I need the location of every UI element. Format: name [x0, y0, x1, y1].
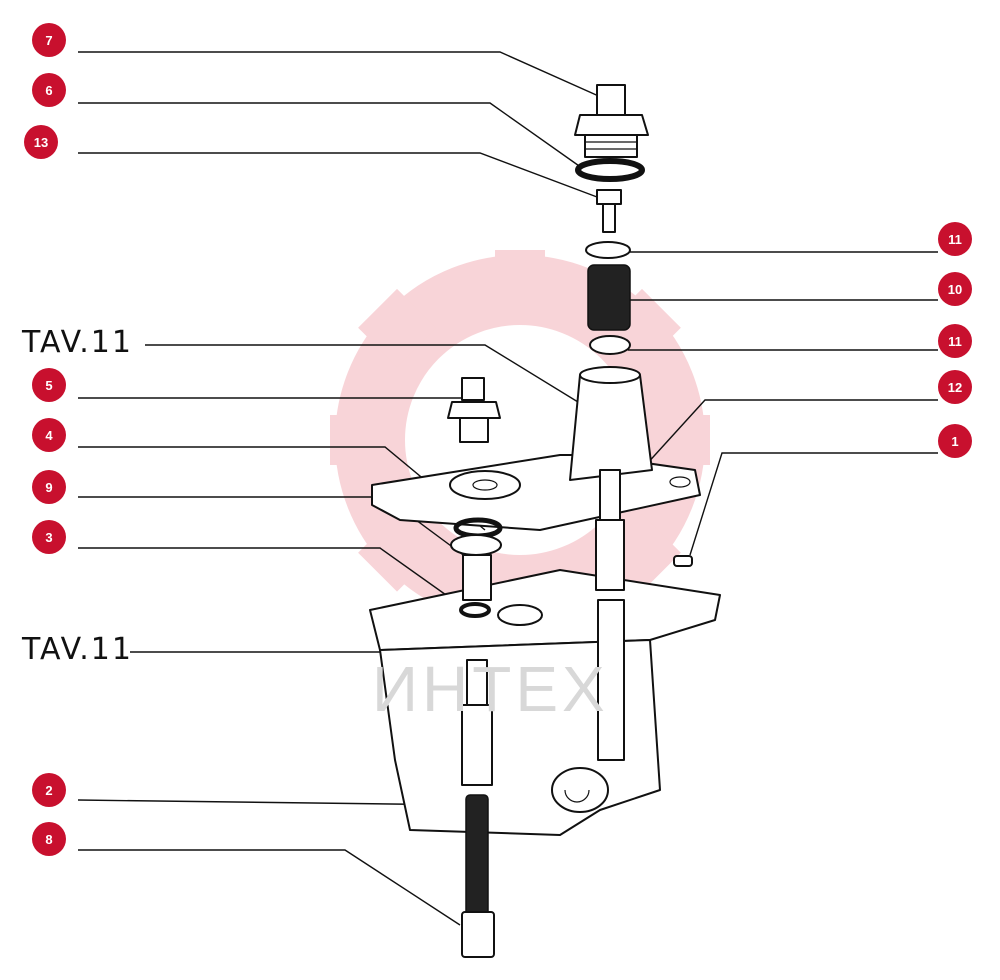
spring-seat-lower	[589, 335, 631, 355]
return-spring	[465, 794, 489, 921]
callout-5[interactable]: 5	[32, 368, 66, 402]
callout-6[interactable]: 6	[32, 73, 66, 107]
callout-11-upper[interactable]: 11	[938, 222, 972, 256]
watermark-gear-icon	[330, 250, 710, 630]
callout-3[interactable]: 3	[32, 520, 66, 554]
callout-10[interactable]: 10	[938, 272, 972, 306]
callout-12[interactable]: 12	[938, 370, 972, 404]
lower-pump-body	[369, 569, 721, 836]
washer	[453, 517, 503, 539]
tav-label-lower: TAV.11	[22, 632, 133, 667]
callout-11-lower[interactable]: 11	[938, 324, 972, 358]
callout-7[interactable]: 7	[32, 23, 66, 57]
watermark-text: ИНТЕХ	[372, 653, 609, 725]
spring-seat-upper	[585, 241, 631, 259]
valve-spring	[587, 264, 631, 331]
plunger-cap	[461, 911, 495, 958]
control-plunger	[595, 469, 625, 761]
callout-1[interactable]: 1	[938, 424, 972, 458]
callout-2[interactable]: 2	[32, 773, 66, 807]
union-fitting	[447, 377, 501, 443]
callout-8[interactable]: 8	[32, 822, 66, 856]
delivery-valve-holder	[574, 84, 649, 158]
seal	[459, 602, 491, 618]
tav-label-upper: TAV.11	[22, 325, 133, 360]
lower-plunger	[461, 659, 493, 786]
valve	[450, 534, 502, 601]
sealing-ring	[575, 158, 645, 182]
pin	[673, 555, 693, 567]
leader-lines	[77, 51, 938, 926]
callout-4[interactable]: 4	[32, 418, 66, 452]
callout-9[interactable]: 9	[32, 470, 66, 504]
callout-13[interactable]: 13	[24, 125, 58, 159]
bolt	[596, 189, 622, 233]
